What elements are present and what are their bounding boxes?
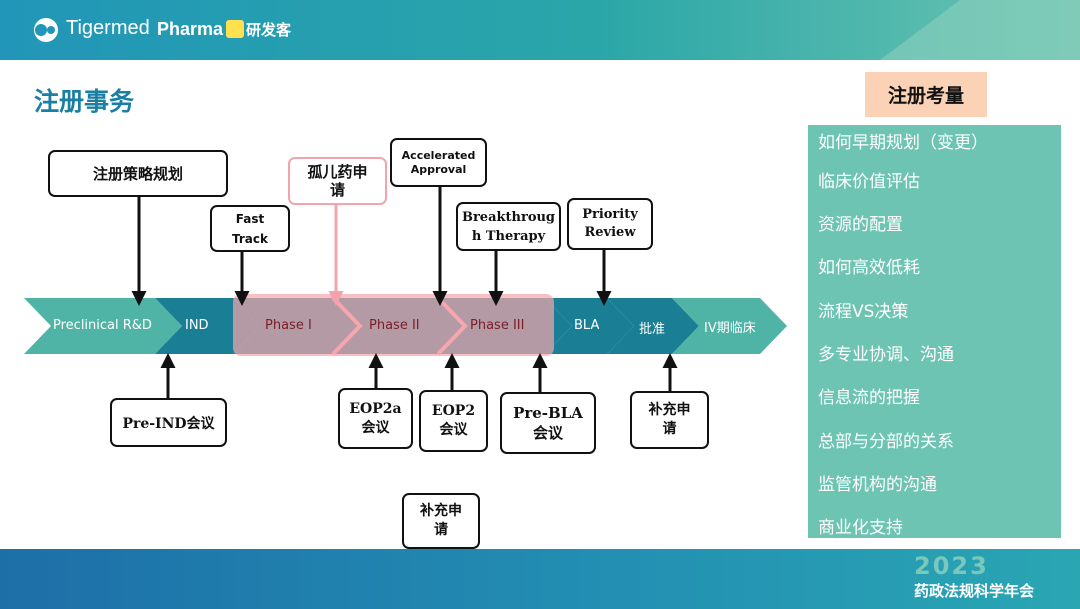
strategy-box: 注册策略规划 bbox=[48, 150, 228, 197]
consideration-item: 商业化支持 bbox=[818, 518, 903, 538]
phase-label-phase2: Phase II bbox=[369, 318, 420, 333]
pharma-logo: Pharma bbox=[157, 19, 224, 39]
footer-year: 2023 bbox=[914, 552, 989, 580]
phase-label-approval: 批准 bbox=[639, 322, 666, 337]
fast-track-line2: Track bbox=[232, 231, 268, 246]
accelerated-approval-box: Accelerated Approval bbox=[390, 138, 487, 187]
eop2a-line1: EOP2a bbox=[349, 400, 402, 417]
eop2-line2: 会议 bbox=[439, 422, 468, 438]
breakthrough-line2: h Therapy bbox=[471, 228, 546, 244]
tigermed-logo-icon bbox=[30, 16, 62, 44]
considerations-panel: 如何早期规划（变更） 临床价值评估 资源的配置 如何高效低耗 流程VS决策 多专… bbox=[808, 125, 1061, 538]
consideration-item: 如何高效低耗 bbox=[818, 258, 920, 278]
eop2a-box: EOP2a 会议 bbox=[338, 388, 413, 449]
pre-bla-line1: Pre-BLA bbox=[513, 404, 583, 422]
eop2-line1: EOP2 bbox=[431, 403, 476, 419]
chevron-phase4 bbox=[672, 298, 787, 354]
orphan-drug-box: 孤儿药申 请 bbox=[288, 157, 387, 205]
footer-banner bbox=[0, 549, 1080, 609]
orphan-line2: 请 bbox=[329, 181, 345, 199]
pharma-logo-mark-icon bbox=[226, 20, 244, 38]
tigermed-logo: Tigermed bbox=[66, 17, 150, 39]
regulatory-process-diagram bbox=[24, 187, 787, 398]
pre-bla-box: Pre-BLA 会议 bbox=[500, 392, 596, 454]
considerations-title: 注册考量 bbox=[865, 72, 987, 117]
eop2a-line2: 会议 bbox=[361, 419, 390, 436]
page-title: 注册事务 bbox=[34, 87, 135, 116]
priority-line1: Priority bbox=[582, 207, 638, 222]
pre-ind-box: Pre-IND会议 bbox=[110, 398, 227, 447]
eop2-box: EOP2 会议 bbox=[419, 390, 488, 452]
strategy-label: 注册策略规划 bbox=[92, 165, 183, 183]
orphan-line1: 孤儿药申 bbox=[307, 163, 368, 181]
phase-label-ind: IND bbox=[185, 318, 209, 333]
supp-bottom-line2: 请 bbox=[434, 522, 448, 538]
supp-right-line1: 补充申 bbox=[648, 402, 691, 418]
supplement-box-bottom: 补充申 请 bbox=[402, 493, 480, 549]
priority-review-box: Priority Review bbox=[567, 198, 653, 250]
consideration-item: 多专业协调、沟通 bbox=[818, 345, 954, 365]
footer-conference: 药政法规科学年会 bbox=[914, 582, 1035, 600]
chevron-preclinical bbox=[24, 298, 182, 354]
consideration-item: 监管机构的沟通 bbox=[818, 475, 937, 495]
fast-track-box: Fast Track bbox=[210, 205, 290, 252]
priority-line2: Review bbox=[584, 225, 636, 240]
fast-track-line1: Fast bbox=[235, 211, 265, 226]
clinical-phase-highlight bbox=[233, 294, 554, 356]
chevron-bla bbox=[545, 298, 634, 354]
supplement-box-right: 补充申 请 bbox=[630, 391, 709, 449]
phase-label-phase1: Phase I bbox=[265, 318, 312, 333]
accelerated-line2: Approval bbox=[410, 162, 467, 176]
breakthrough-therapy-box: Breakthroug h Therapy bbox=[456, 202, 561, 251]
phase-label-preclinical: Preclinical R&D bbox=[53, 318, 152, 333]
accelerated-line1: Accelerated bbox=[401, 148, 476, 162]
consideration-item: 信息流的把握 bbox=[818, 388, 920, 408]
pre-ind-label: Pre-IND会议 bbox=[122, 415, 215, 432]
chevron-approval bbox=[607, 298, 699, 354]
consideration-item: 总部与分部的关系 bbox=[818, 432, 954, 452]
phase-label-bla: BLA bbox=[574, 318, 600, 333]
pre-bla-line2: 会议 bbox=[532, 424, 563, 442]
consideration-item: 资源的配置 bbox=[818, 215, 903, 235]
consideration-item: 如何早期规划（变更） bbox=[818, 133, 988, 153]
consideration-item: 流程VS决策 bbox=[818, 302, 909, 322]
breakthrough-line1: Breakthroug bbox=[461, 209, 556, 225]
pharma-logo-cn: 研发客 bbox=[246, 21, 292, 39]
phase-label-phase3: Phase III bbox=[470, 318, 525, 333]
header-banner bbox=[0, 0, 1080, 60]
phase-label-phase4: IV期临床 bbox=[704, 321, 756, 336]
supp-bottom-line1: 补充申 bbox=[420, 503, 462, 519]
supp-right-line2: 请 bbox=[662, 421, 677, 437]
consideration-item: 临床价值评估 bbox=[818, 172, 920, 192]
